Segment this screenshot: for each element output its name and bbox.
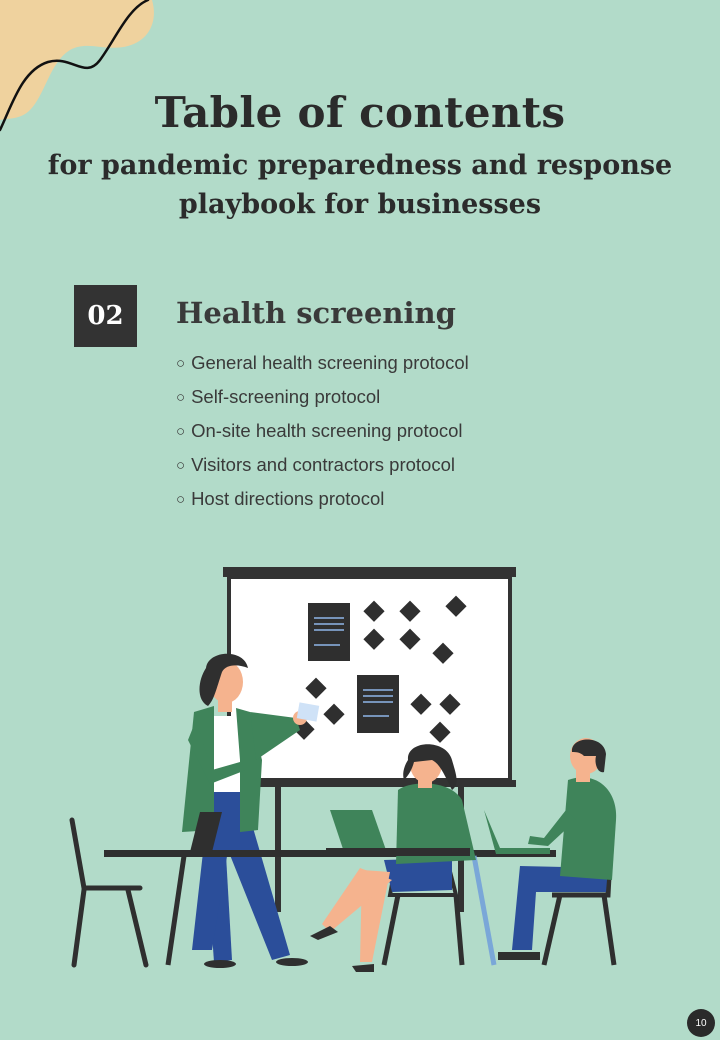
list-item-label: Self-screening protocol [191, 386, 381, 407]
list-item: ○ Self-screening protocol [176, 380, 469, 414]
list-item-label: Visitors and contractors protocol [191, 454, 455, 475]
seated-woman-figure [310, 744, 476, 972]
page-number-badge: 10 [687, 1009, 715, 1037]
section-title: Health screening [176, 296, 456, 330]
list-item-label: General health screening protocol [191, 352, 469, 373]
subtitle-line-2: playbook for businesses [178, 189, 542, 220]
bullet-icon: ○ [176, 491, 186, 508]
subtitle-line-1: for pandemic preparedness and response [47, 150, 673, 181]
list-item: ○ General health screening protocol [176, 346, 469, 380]
bullet-icon: ○ [176, 355, 186, 372]
section-number-badge: 02 [74, 285, 137, 347]
chair-left [69, 817, 149, 968]
page-title: Table of contents [154, 88, 566, 137]
page-subtitle: for pandemic preparedness and response p… [40, 146, 680, 224]
list-item: ○ Visitors and contractors protocol [176, 448, 469, 482]
list-item-label: On-site health screening protocol [191, 420, 463, 441]
laptop-left [190, 812, 222, 852]
list-item-label: Host directions protocol [191, 488, 385, 509]
bullet-icon: ○ [176, 389, 186, 406]
corner-blob-decoration [0, 0, 154, 132]
seated-man-figure [484, 738, 617, 966]
list-item: ○ Host directions protocol [176, 482, 469, 516]
meeting-table [104, 850, 556, 966]
list-item: ○ On-site health screening protocol [176, 414, 469, 448]
bullet-icon: ○ [176, 423, 186, 440]
bullet-icon: ○ [176, 457, 186, 474]
section-item-list: ○ General health screening protocol ○ Self… [176, 346, 469, 516]
meeting-illustration [69, 567, 617, 972]
